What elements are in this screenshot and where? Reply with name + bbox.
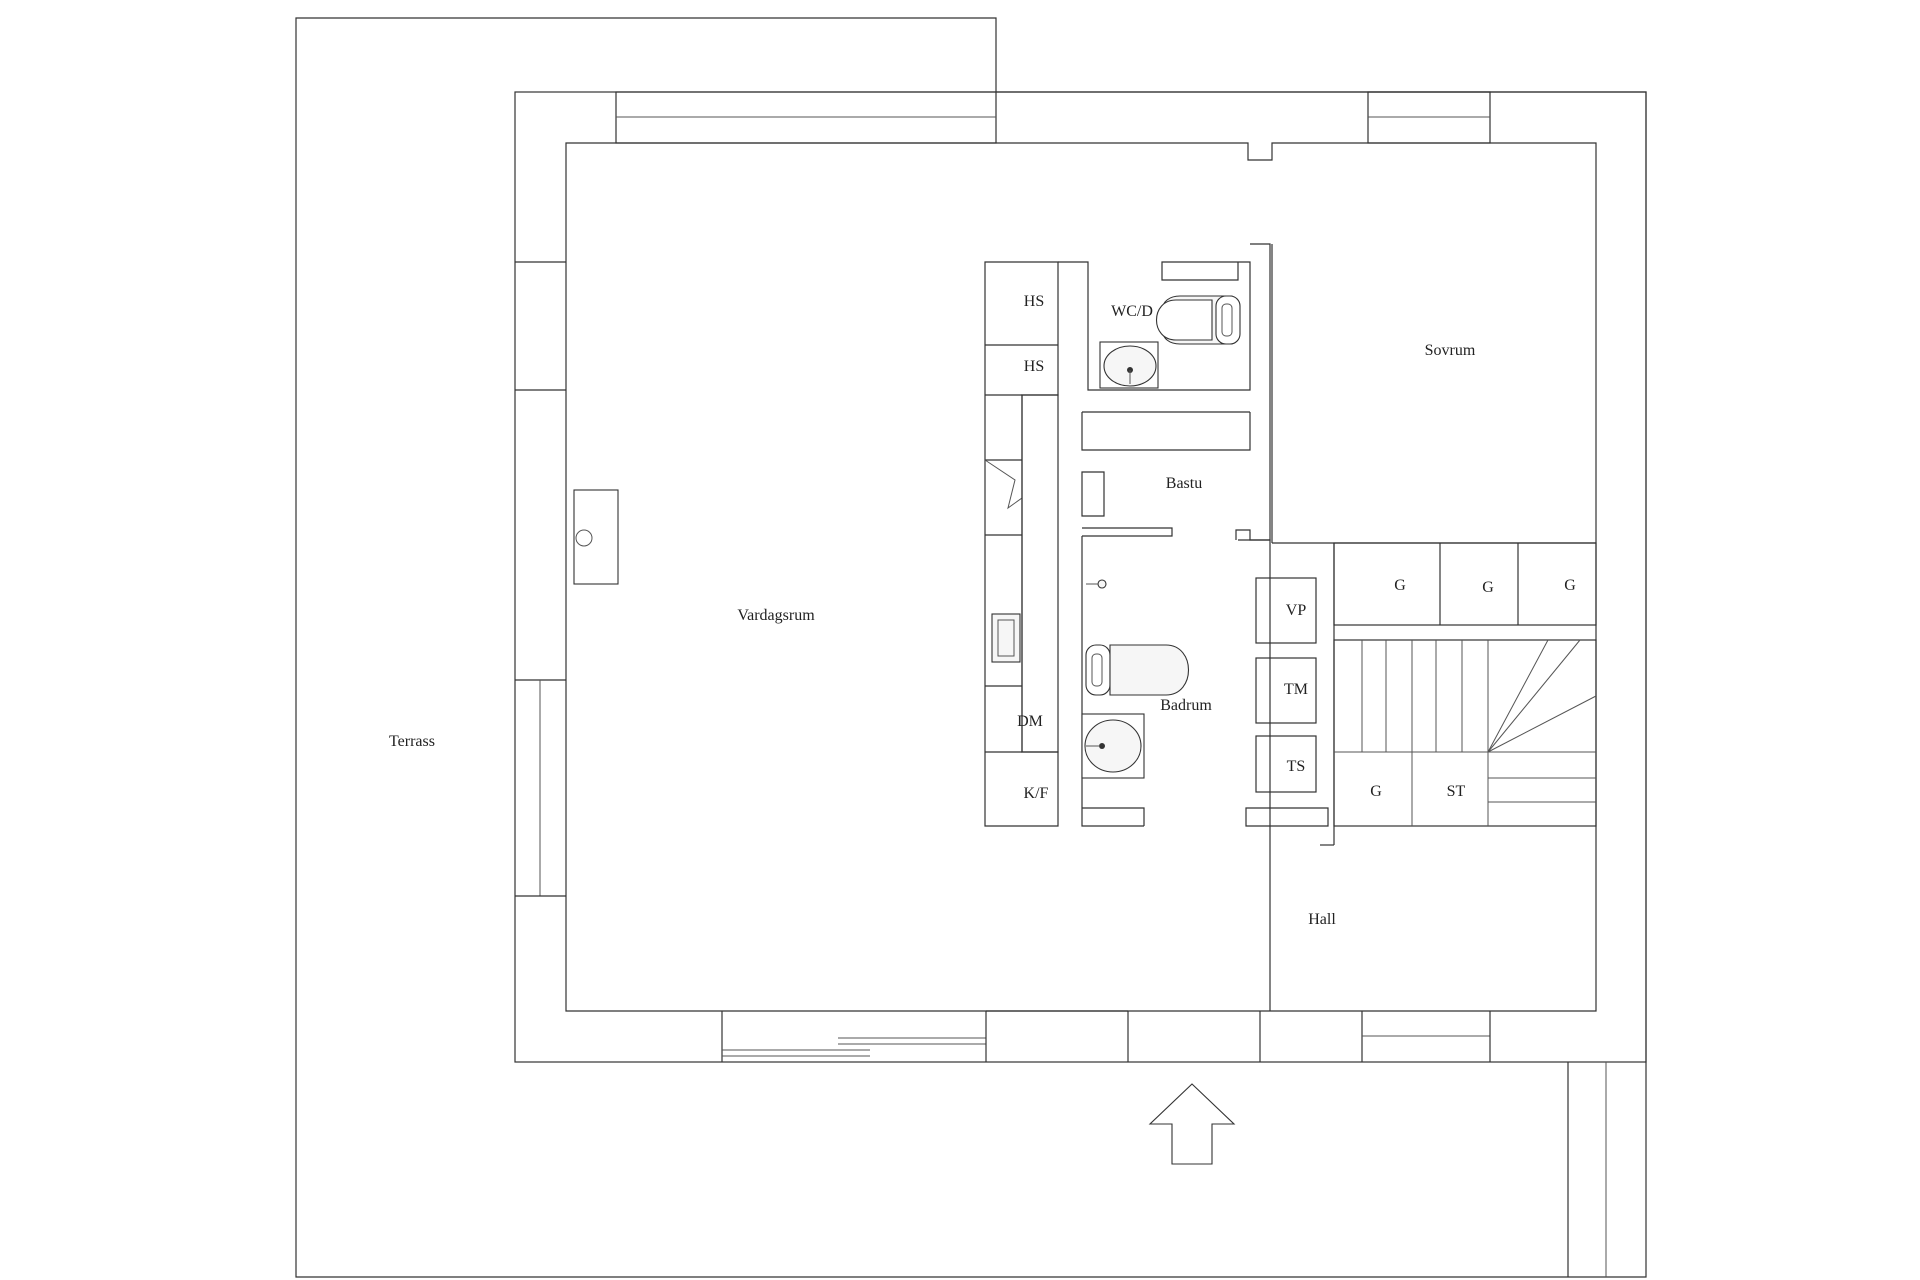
label-hall: Hall bbox=[1308, 911, 1336, 928]
label-badrum: Badrum bbox=[1160, 697, 1212, 714]
toilet-icon bbox=[1155, 295, 1241, 345]
house-inner-wall bbox=[565, 142, 1597, 1012]
sauna-walls bbox=[1081, 411, 1251, 808]
top-window-right bbox=[1367, 91, 1491, 144]
label-sovrum: Sovrum bbox=[1425, 342, 1476, 359]
wc-walls bbox=[1058, 243, 1271, 541]
label-g-4: G bbox=[1370, 783, 1382, 800]
kitchen-counter bbox=[1021, 394, 1059, 753]
staircase bbox=[1333, 639, 1597, 827]
label-hs-2: HS bbox=[1024, 358, 1044, 375]
bathroom-sink-icon bbox=[1081, 713, 1145, 779]
label-wc-d: WC/D bbox=[1111, 303, 1153, 320]
laundry-appliances bbox=[1255, 577, 1317, 793]
house-outer-wall bbox=[514, 91, 1647, 1063]
label-g-1: G bbox=[1394, 577, 1406, 594]
bottom-window-right bbox=[1361, 1011, 1491, 1062]
bathroom-toilet-icon bbox=[1085, 644, 1189, 696]
label-g-2: G bbox=[1482, 579, 1494, 596]
bathroom-walls bbox=[1081, 539, 1329, 1011]
shower-icon bbox=[1086, 579, 1107, 589]
entrance-arrow-icon bbox=[1148, 1083, 1236, 1165]
label-hs-1: HS bbox=[1024, 293, 1044, 310]
sink-icon bbox=[1099, 341, 1159, 389]
label-vardagsrum: Vardagsrum bbox=[737, 607, 815, 624]
label-terrass: Terrass bbox=[389, 733, 435, 750]
label-ts: TS bbox=[1287, 758, 1306, 775]
top-window-left bbox=[615, 91, 997, 144]
label-bastu: Bastu bbox=[1166, 475, 1202, 492]
label-vp: VP bbox=[1286, 602, 1307, 619]
terrace-outline bbox=[295, 17, 1647, 1278]
bedroom-walls bbox=[1271, 244, 1596, 544]
label-g-3: G bbox=[1564, 577, 1576, 594]
label-kf: K/F bbox=[1024, 785, 1049, 802]
terrace-deck-strip bbox=[1567, 1062, 1607, 1277]
bottom-pier bbox=[986, 1010, 1129, 1062]
left-window-1 bbox=[515, 679, 566, 897]
bottom-sliding-door bbox=[721, 1011, 987, 1062]
label-st: ST bbox=[1447, 783, 1466, 800]
label-tm: TM bbox=[1284, 681, 1308, 698]
label-dm: DM bbox=[1017, 713, 1043, 730]
stove bbox=[573, 489, 619, 585]
